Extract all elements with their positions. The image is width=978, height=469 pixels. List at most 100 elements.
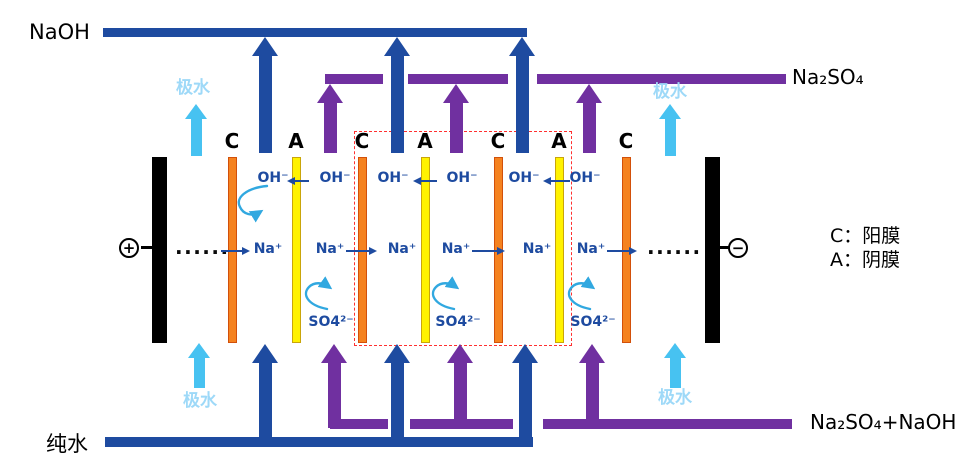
sodium-ion-label: Na⁺ <box>522 241 552 257</box>
pure-water-up-arrow-2-head <box>383 344 410 363</box>
cathode-lead <box>720 246 730 249</box>
pure-water-up-arrow-2-shaft <box>390 362 404 446</box>
pure-water-up-arrow-1-head <box>251 344 278 363</box>
feed-up-arrow-1-shaft <box>327 362 341 428</box>
hydroxide-ion-label: OH⁻ <box>257 170 289 186</box>
electrode-water-arrow-bottom-left-shaft <box>193 357 205 388</box>
right-ellipsis-dots: ...... <box>647 235 702 259</box>
pure-water-inlet-label: 纯水 <box>46 432 88 456</box>
oh-transfer-arrow-3-shaft <box>550 179 570 183</box>
hydroxide-ion-label: OH⁻ <box>446 170 478 186</box>
electrode-water-arrow-top-right-shaft <box>664 118 676 156</box>
oh-transfer-arrow-2-head <box>413 176 421 185</box>
na2so4-pipe-segment-2 <box>408 74 508 84</box>
so4-retained-curve-arrow-1 <box>304 276 333 311</box>
anode-lead <box>141 246 153 249</box>
naoh-up-arrow-2-head <box>383 37 410 56</box>
membrane-label: A <box>551 129 567 153</box>
feed-pipe-segment-1 <box>330 419 388 429</box>
feed-up-arrow-3-head <box>578 344 605 363</box>
plus-glyph: + <box>122 238 136 257</box>
positive-terminal-icon: + <box>119 238 139 258</box>
pure-water-up-arrow-3-shaft <box>518 362 532 446</box>
sodium-ion-label: Na⁺ <box>441 241 471 257</box>
electrode-water-arrow-top-left-shaft <box>190 118 202 156</box>
membrane-label: C <box>490 129 506 153</box>
membrane-label: C <box>354 129 370 153</box>
so4-retained-curve-arrow-3 <box>567 276 596 311</box>
naoh-output-label: NaOH <box>29 20 90 44</box>
na2so4-up-arrow-2-head <box>442 84 469 103</box>
naoh-up-arrow-1-shaft <box>258 55 272 153</box>
na-transfer-arrow-4-head <box>629 246 637 255</box>
anion-membrane <box>554 157 564 343</box>
membrane-label: A <box>417 129 433 153</box>
na2so4-pipe-segment-3 <box>537 74 786 84</box>
anode-electrode-bar <box>152 157 167 343</box>
left-ellipsis-dots: ...... <box>175 235 230 259</box>
feed-up-arrow-3-shaft <box>585 362 599 428</box>
electrode-water-arrow-bottom-right-head <box>664 343 686 358</box>
oh-blocked-curve-arrow <box>237 184 269 223</box>
electrode-water-label: 极水 <box>183 391 217 411</box>
hydroxide-ion-label: OH⁻ <box>569 170 601 186</box>
sulfate-ion-label: SO4²⁻ <box>570 314 616 330</box>
naoh-up-arrow-3-shaft <box>515 55 529 153</box>
sodium-ion-label: Na⁺ <box>315 241 345 257</box>
na2so4-pipe-segment-1 <box>325 74 383 84</box>
anion-membrane <box>291 157 301 343</box>
sodium-ion-label: Na⁺ <box>387 241 417 257</box>
feed-pipe-segment-3 <box>543 419 792 429</box>
sodium-ion-label: Na⁺ <box>253 241 283 257</box>
membrane-label: C <box>224 129 240 153</box>
membrane-label: C <box>618 129 634 153</box>
na2so4-up-arrow-3-shaft <box>582 102 596 153</box>
legend-cation-membrane: C：阳膜 <box>830 225 901 247</box>
sulfate-ion-label: SO4²⁻ <box>308 314 354 330</box>
pure-water-feed-pipe <box>105 437 533 447</box>
na2so4-up-arrow-3-head <box>575 84 602 103</box>
naoh-up-arrow-3-head <box>508 37 535 56</box>
membrane-label: A <box>288 129 304 153</box>
legend-anion-membrane: A：阴膜 <box>830 249 900 271</box>
na-transfer-arrow-3-head <box>497 246 505 255</box>
naoh-up-arrow-2-shaft <box>390 55 404 153</box>
feed-up-arrow-2-head <box>446 344 473 363</box>
oh-transfer-arrow-1-head <box>287 176 295 185</box>
cathode-electrode-bar <box>705 157 720 343</box>
na2so4-output-label: Na₂SO₄ <box>792 65 864 89</box>
electrode-water-arrow-bottom-right-shaft <box>669 357 681 388</box>
pure-water-up-arrow-1-shaft <box>258 362 272 446</box>
mixed-feed-inlet-label: Na₂SO₄+NaOH <box>810 410 957 434</box>
electrode-water-arrow-top-right-head <box>659 104 681 119</box>
naoh-collector-pipe <box>103 28 527 37</box>
electrode-water-label: 极水 <box>653 82 687 102</box>
oh-transfer-arrow-2-shaft <box>420 179 437 183</box>
na-transfer-arrow-4-shaft <box>607 249 630 253</box>
oh-transfer-arrow-1-shaft <box>294 179 309 183</box>
na-transfer-arrow-3-shaft <box>472 249 498 253</box>
na2so4-up-arrow-1-shaft <box>323 102 337 153</box>
feed-up-arrow-1-head <box>320 344 347 363</box>
sodium-ion-label: Na⁺ <box>576 241 606 257</box>
hydroxide-ion-label: OH⁻ <box>319 170 351 186</box>
hydroxide-ion-label: OH⁻ <box>508 170 540 186</box>
electrode-water-label: 极水 <box>176 78 210 98</box>
na2so4-up-arrow-2-shaft <box>449 102 463 153</box>
so4-retained-curve-arrow-2 <box>431 276 460 311</box>
sulfate-ion-label: SO4²⁻ <box>435 314 481 330</box>
negative-terminal-icon: − <box>728 238 748 258</box>
na-transfer-arrow-1-head <box>242 246 250 255</box>
na-transfer-arrow-2-head <box>369 246 377 255</box>
na-transfer-arrow-2-shaft <box>346 249 370 253</box>
oh-transfer-arrow-3-head <box>543 176 551 185</box>
anion-membrane <box>420 157 430 343</box>
electrode-water-arrow-bottom-left-head <box>188 343 210 358</box>
pure-water-up-arrow-3-head <box>511 344 538 363</box>
electrode-water-arrow-top-left-head <box>185 104 207 119</box>
minus-glyph: − <box>731 238 745 257</box>
feed-up-arrow-2-shaft <box>453 362 467 428</box>
na2so4-up-arrow-1-head <box>316 84 343 103</box>
